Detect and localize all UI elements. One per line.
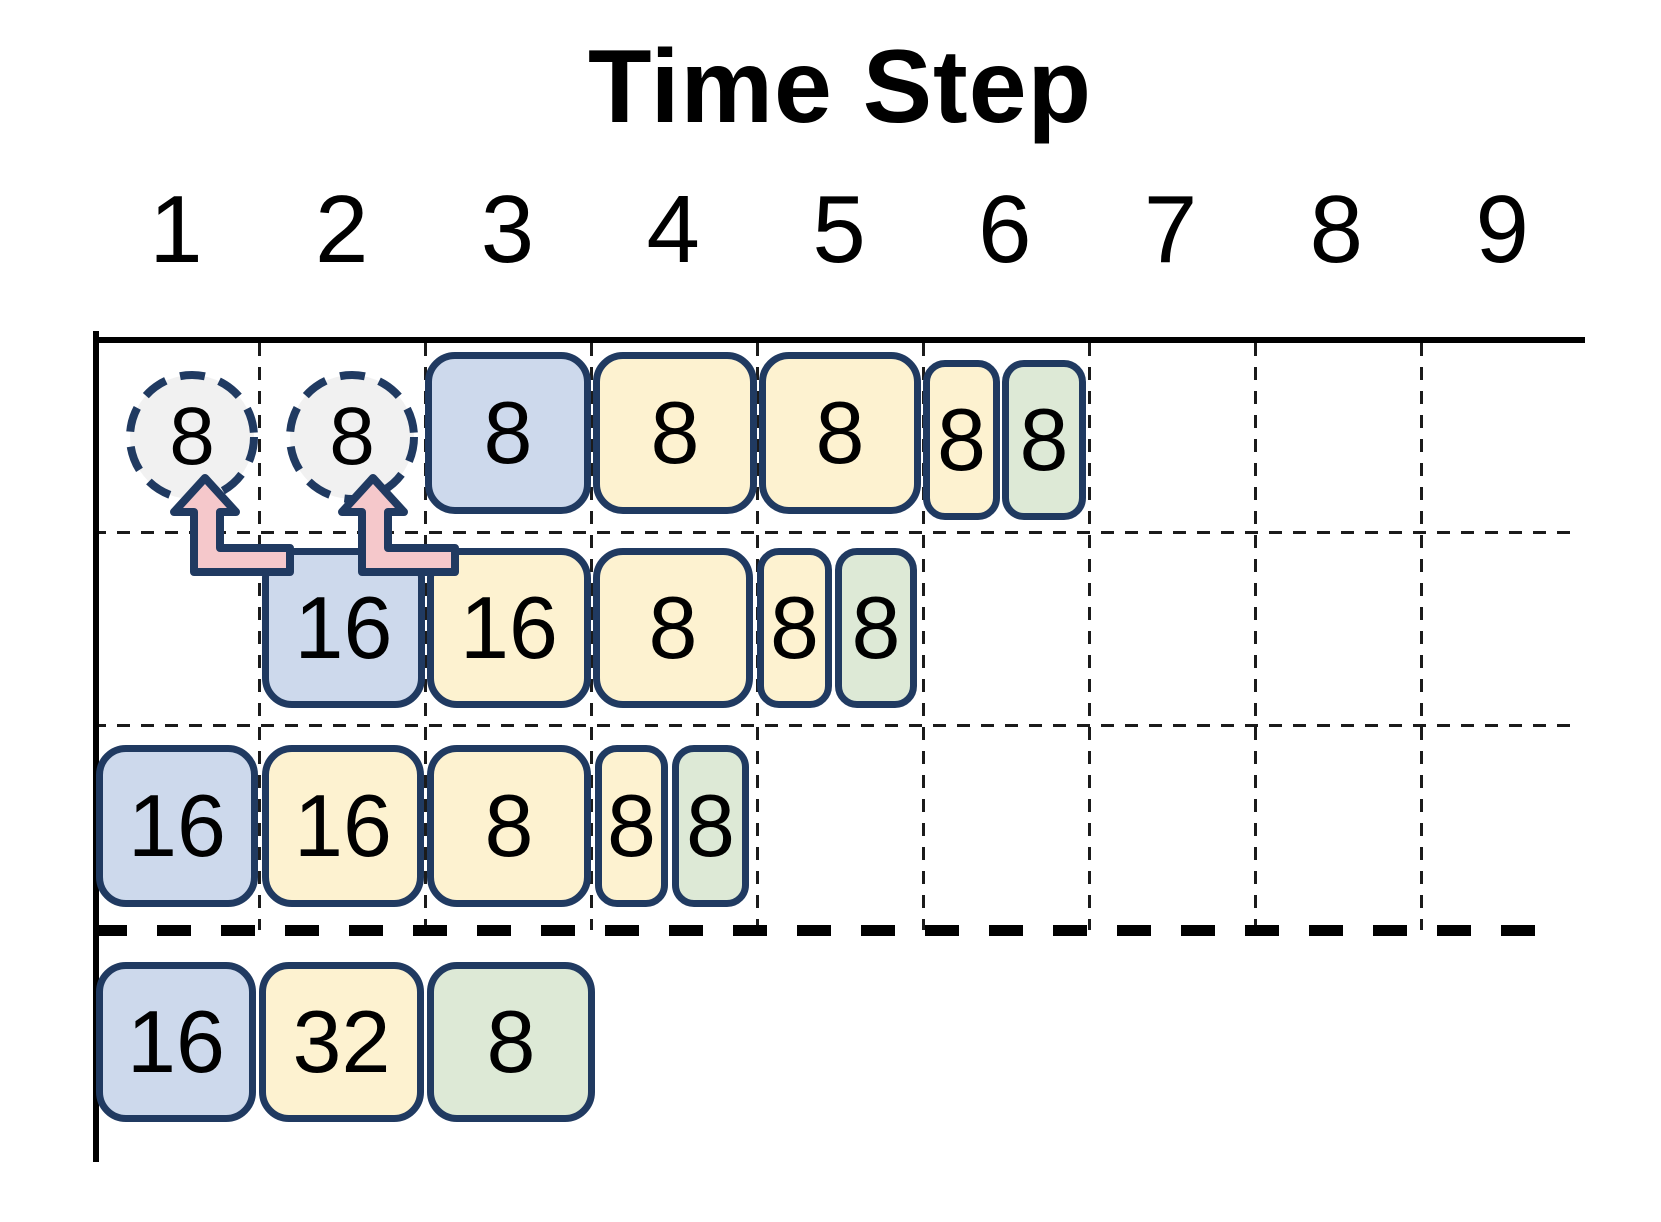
token-count: 8 — [484, 776, 534, 875]
time-step-label-4: 4 — [646, 176, 700, 283]
token-block: 8 — [757, 548, 832, 708]
token-count: 8 — [1019, 390, 1069, 489]
token-block: 8 — [595, 745, 668, 907]
dashed-circle-token: 8 — [284, 369, 420, 505]
time-step-label-5: 5 — [812, 176, 866, 283]
token-block: 8 — [835, 548, 917, 708]
row-separator-line — [93, 724, 1581, 727]
top-axis-line — [93, 337, 1585, 343]
token-count: 16 — [460, 578, 558, 677]
token-block: 32 — [259, 962, 424, 1122]
token-count: 16 — [128, 776, 226, 875]
grid-vline — [590, 343, 593, 930]
token-block: 16 — [262, 745, 424, 907]
token-block: 8 — [593, 352, 757, 514]
token-block: 16 — [262, 548, 425, 708]
time-step-label-8: 8 — [1309, 176, 1364, 283]
token-block: 16 — [96, 962, 256, 1122]
token-count: 16 — [127, 992, 225, 1091]
time-step-label-1: 1 — [149, 176, 203, 283]
dashed-circle-token: 8 — [124, 369, 260, 505]
token-count: 8 — [770, 578, 819, 677]
row-separator-line — [93, 531, 1581, 534]
token-block: 8 — [593, 548, 753, 708]
token-block: 8 — [759, 352, 921, 514]
time-step-label-7: 7 — [1143, 176, 1198, 283]
left-axis-line — [93, 331, 99, 1162]
token-count: 8 — [483, 383, 533, 482]
token-count: 8 — [650, 383, 700, 482]
token-block: 16 — [96, 745, 258, 907]
time-step-label-9: 9 — [1475, 176, 1529, 283]
token-count: 8 — [607, 776, 656, 875]
token-count: 8 — [486, 992, 536, 1091]
token-count: 8 — [686, 776, 735, 875]
grid-vline — [424, 343, 427, 930]
token-block: 8 — [427, 745, 591, 907]
diagram-title: Time Step — [587, 29, 1093, 145]
time-step-label-6: 6 — [978, 176, 1032, 283]
token-count: 8 — [937, 390, 986, 489]
token-count: 32 — [292, 992, 391, 1091]
token-block: 8 — [425, 352, 591, 514]
batch-boundary-dashed-line — [93, 925, 1560, 936]
token-count: 16 — [294, 776, 392, 875]
grid-vline — [1254, 343, 1257, 930]
token-count: 8 — [648, 578, 698, 677]
grid-vline — [258, 343, 261, 930]
token-count: 8 — [329, 391, 375, 482]
token-count: 8 — [815, 383, 865, 482]
token-count: 8 — [851, 578, 901, 677]
token-block: 8 — [923, 360, 1000, 520]
grid-vline — [1088, 343, 1091, 930]
token-count: 8 — [169, 391, 215, 482]
grid-vline — [922, 343, 925, 930]
token-block: 8 — [427, 962, 595, 1122]
grid-vline — [1420, 343, 1423, 930]
time-step-axis: 1 2 3 4 5 6 7 8 9 — [93, 172, 1585, 288]
time-step-label-2: 2 — [314, 176, 369, 283]
token-block: 8 — [672, 745, 749, 907]
token-block: 8 — [1002, 360, 1086, 520]
token-count: 16 — [294, 578, 393, 677]
token-block: 16 — [427, 548, 591, 708]
time-step-label-3: 3 — [480, 176, 535, 283]
